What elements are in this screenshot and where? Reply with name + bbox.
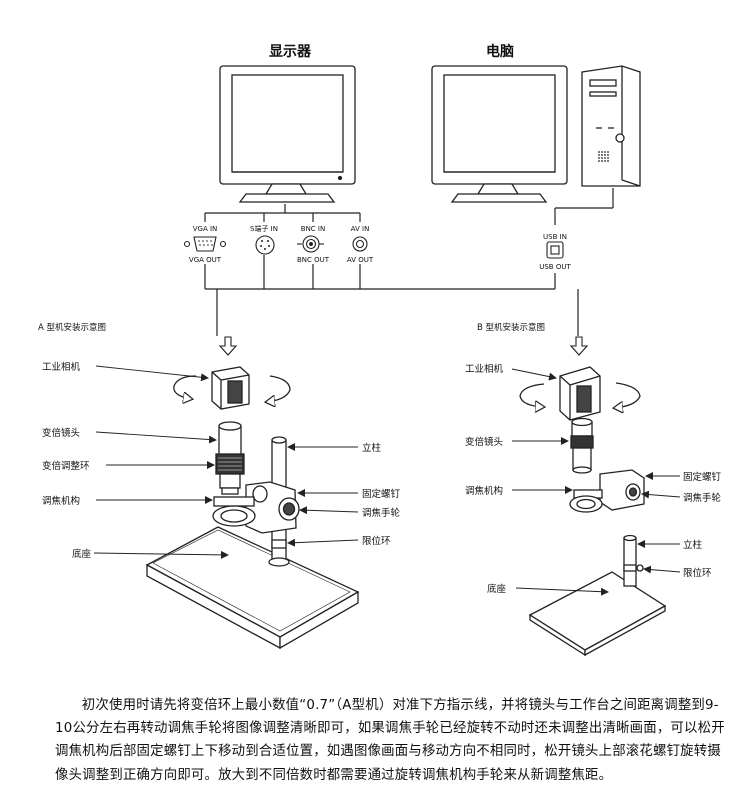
b-label-stop-ring: 限位环	[683, 567, 712, 579]
s-video-in-label: S端子 IN	[250, 224, 278, 233]
b-label-fixing-screw: 固定螺钉	[683, 471, 722, 483]
a-rotate-right-icon	[266, 375, 291, 402]
usb-port-icon	[546, 241, 564, 259]
a-label-base: 底座	[72, 548, 92, 560]
a-down-arrow-icon	[218, 336, 238, 356]
a-zoom-lens	[215, 421, 245, 495]
section-b-title: B 型机安装示意图	[477, 322, 545, 333]
b-label-focus-wheel: 调焦手轮	[683, 492, 722, 504]
a-label-focus-wheel: 调焦手轮	[362, 507, 401, 519]
monitor-title: 显示器	[269, 44, 312, 60]
a-leader-lines	[93, 365, 359, 559]
s-video-port-icon	[255, 235, 275, 255]
bnc-in-label: BNC IN	[301, 225, 325, 233]
b-label-base: 底座	[487, 583, 507, 595]
a-focus-mechanism	[212, 481, 300, 534]
installation-diagram: 显示器 电脑	[38, 43, 722, 657]
a-label-pillar: 立柱	[362, 442, 382, 454]
b-label-camera: 工业相机	[465, 363, 504, 375]
b-down-arrow-icon	[569, 336, 589, 356]
av-out-label: AV OUT	[347, 256, 374, 264]
a-camera	[211, 366, 250, 410]
a-label-camera: 工业相机	[42, 361, 81, 373]
b-label-pillar: 立柱	[683, 539, 703, 551]
vga-out-label: VGA OUT	[189, 256, 222, 264]
a-label-focus-mech: 调焦机构	[42, 495, 80, 507]
connection-lines	[204, 188, 614, 336]
instructions-paragraph: 初次使用时请先将变倍环上最小数值“0.7”（A型机）对准下方指示线，并将镜头与工…	[55, 698, 725, 783]
a-label-zoom-lens: 变倍镜头	[42, 427, 80, 439]
a-base	[145, 526, 360, 650]
computer-title: 电脑	[486, 43, 514, 60]
usb-in-label: USB IN	[543, 233, 567, 241]
bnc-port-icon	[297, 235, 324, 253]
computer-monitor-icon	[431, 65, 568, 203]
monitor-icon	[219, 65, 356, 203]
b-label-zoom-lens: 变倍镜头	[465, 436, 503, 448]
vga-port-icon	[183, 236, 227, 252]
b-focus-mechanism	[569, 469, 645, 513]
b-rotate-right-icon	[614, 382, 641, 408]
a-rotate-left-icon	[173, 375, 197, 399]
a-label-zoom-ring: 变倍调整环	[42, 460, 90, 472]
av-port-icon	[352, 236, 368, 252]
b-label-focus-mech: 调焦机构	[465, 485, 503, 497]
vga-in-label: VGA IN	[193, 225, 218, 233]
b-leader-lines	[511, 368, 681, 596]
usb-out-label: USB OUT	[539, 263, 571, 271]
a-label-stop-ring: 限位环	[362, 535, 391, 547]
pc-tower-icon	[581, 65, 641, 187]
section-a-title: A 型机安装示意图	[38, 322, 106, 333]
av-in-label: AV IN	[351, 225, 370, 233]
b-pillar	[623, 534, 644, 587]
bnc-out-label: BNC OUT	[297, 256, 330, 264]
b-base	[528, 571, 667, 657]
a-label-fixing-screw: 固定螺钉	[362, 488, 401, 500]
b-zoom-lens	[570, 417, 594, 474]
b-rotate-left-icon	[519, 383, 544, 407]
b-camera	[559, 366, 601, 421]
